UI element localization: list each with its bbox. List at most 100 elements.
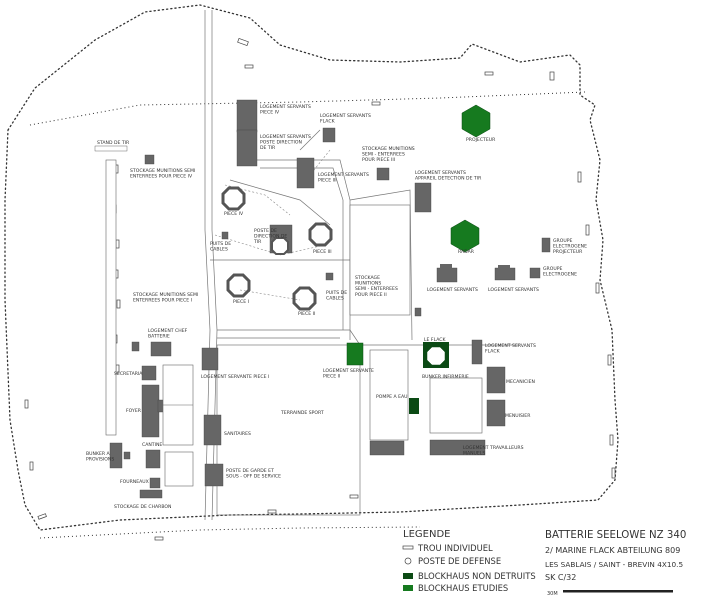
map-label-line: STOCKAGE MUNITIONS: [362, 146, 415, 152]
legend-label-non-detruit: BLOCKHAUS NON DETRUITS: [418, 571, 536, 581]
map-label-line: ENTERREES POUR PIECE I: [133, 298, 192, 304]
roof-shapes: [440, 264, 510, 270]
map-label-line: MUNITIONS: [355, 281, 381, 287]
scale-bar: [563, 590, 673, 593]
building-sanitaires: [203, 414, 222, 446]
map-label-sanitaires: SANITAIRES: [224, 431, 251, 437]
map-label-stockage-charbon: STOCKAGE DE CHARBON: [114, 504, 171, 510]
building-radar-right: [414, 307, 422, 317]
map-label-cantine: CANTINE: [142, 442, 162, 448]
map-label-line: STAND DE TIR: [97, 140, 130, 146]
gun-piece-iii: [308, 222, 333, 247]
map-label-line: ELECTROGENE: [543, 272, 577, 278]
map-label-line: MANUELS: [463, 451, 485, 457]
road-terrain: [216, 344, 361, 516]
map-label-foyer: FOYER: [126, 408, 142, 414]
map-label-line: FLACK: [485, 349, 501, 355]
building-logement-flack: [322, 127, 336, 143]
map-label-stand-de-tir: STAND DE TIR: [97, 140, 130, 146]
map-label-line: POSTE DE GARDE ET: [226, 468, 274, 474]
title-line2: 2/ MARINE FLACK ABTEILUNG 809: [545, 546, 680, 555]
gun-piece-i: [226, 273, 251, 298]
map-label-line: LOGEMENT SERVANTE: [323, 368, 374, 374]
map-label-piece-iv: PIECE IV: [224, 211, 244, 217]
map-label-terrain-sport: TERRAINDE SPORT: [280, 410, 324, 416]
map-label-line: PIECE II: [323, 374, 340, 380]
map-label-line: SOUS - OFF DE SERVICE: [226, 474, 281, 480]
site-perimeter: [4, 4, 619, 531]
map-label-line: LOGEMENT SERVANTE PIECE I: [201, 374, 269, 380]
map-label-line: POMPE A EAU: [376, 394, 408, 400]
map-label-pompe-eau: POMPE A EAU: [376, 394, 408, 400]
map-label-line: PUITS DE: [326, 290, 347, 296]
gun-piece-iv: [221, 186, 246, 211]
building-outlines: [105, 159, 483, 516]
title-line1: BATTERIE SEELOWE NZ 340: [545, 530, 686, 541]
building-fourneaux: [149, 477, 161, 489]
map-label-logement-servante-piece-i: LOGEMENT SERVANTE PIECE I: [201, 374, 269, 380]
building-logement-direction: [236, 129, 258, 167]
map-label-line: CABLES: [210, 247, 228, 253]
map-label-line: DIRECTION DE: [254, 234, 287, 240]
map-label-line: FOURNEAUX: [120, 479, 149, 485]
legend-symbol-non-detruit: [403, 573, 413, 579]
map-label-fourneaux: FOURNEAUX: [120, 479, 149, 485]
map-label-mecanicien: MECANICIEN: [506, 379, 535, 385]
map-label-line: GROUPE: [543, 266, 562, 272]
map-label-line: LOGEMENT SERVANTS: [320, 113, 371, 119]
map-label-line: LOGEMENT SERVANTS: [488, 287, 539, 293]
gun-emplacements: [221, 186, 333, 311]
map-label-line: POUR PIECE II: [355, 292, 387, 298]
legend-heading: LEGENDE: [403, 529, 450, 540]
blockhaus-projecteur: [461, 104, 491, 138]
map-label-line: APPAREIL DETECTION DE TIR: [415, 176, 482, 182]
building-logement-iii: [296, 157, 315, 189]
legend-label-trou: TROU INDIVIDUEL: [417, 543, 493, 553]
blockhaus-logement-servante-ii: [346, 342, 364, 366]
legend-symbol-trou: [402, 545, 414, 550]
building-groupe-electrogene: [529, 267, 541, 279]
gun-poste-direction: [271, 237, 289, 255]
map-label-line: FLACK: [320, 119, 336, 125]
map-label-line: STOCKAGE MUNITIONS SEMI: [130, 168, 195, 174]
map-label-line: MENUISIER: [505, 413, 531, 419]
map-label-line: PIECE I: [233, 299, 249, 305]
map-label-piece-ii: PIECE II: [298, 311, 315, 317]
gun-piece-ii: [292, 286, 317, 311]
map-label-line: PIECE II: [298, 311, 315, 317]
building-bunker-small: [123, 451, 131, 460]
map-label-line: POSTE DIRECTION: [260, 140, 302, 146]
scale-label: 30M: [547, 591, 558, 597]
map-label-line: LOGEMENT SERVANTS: [260, 134, 311, 140]
legend-symbol-etudie: [403, 585, 413, 591]
map-label-secretaria: SECRETARIA: [114, 371, 143, 377]
map-label-line: LOGEMENT SERVANTS: [485, 343, 536, 349]
map-label-menuisier: MENUISIER: [505, 413, 531, 419]
map-label-line: CABLES: [326, 296, 344, 302]
map-label-line: PIECE IV: [224, 211, 244, 217]
blockhaus: [346, 104, 491, 414]
title-line4: SK C/32: [545, 573, 576, 582]
map-label-line: PUITS DE: [210, 241, 231, 247]
building-logement-flack: [471, 339, 483, 365]
map-label-piece-i: PIECE I: [233, 299, 249, 305]
building-pompe-outline: [369, 349, 409, 441]
map-label-line: DE TIR: [260, 145, 276, 151]
building-puits-2: [325, 272, 334, 281]
building-secretaria: [141, 365, 157, 381]
map-label-line: GROUPE: [553, 238, 572, 244]
building-infirmerie-outline: [429, 377, 483, 434]
building-charbon: [139, 489, 163, 499]
map-label-line: LOGEMENT SERVANTS: [415, 170, 466, 176]
